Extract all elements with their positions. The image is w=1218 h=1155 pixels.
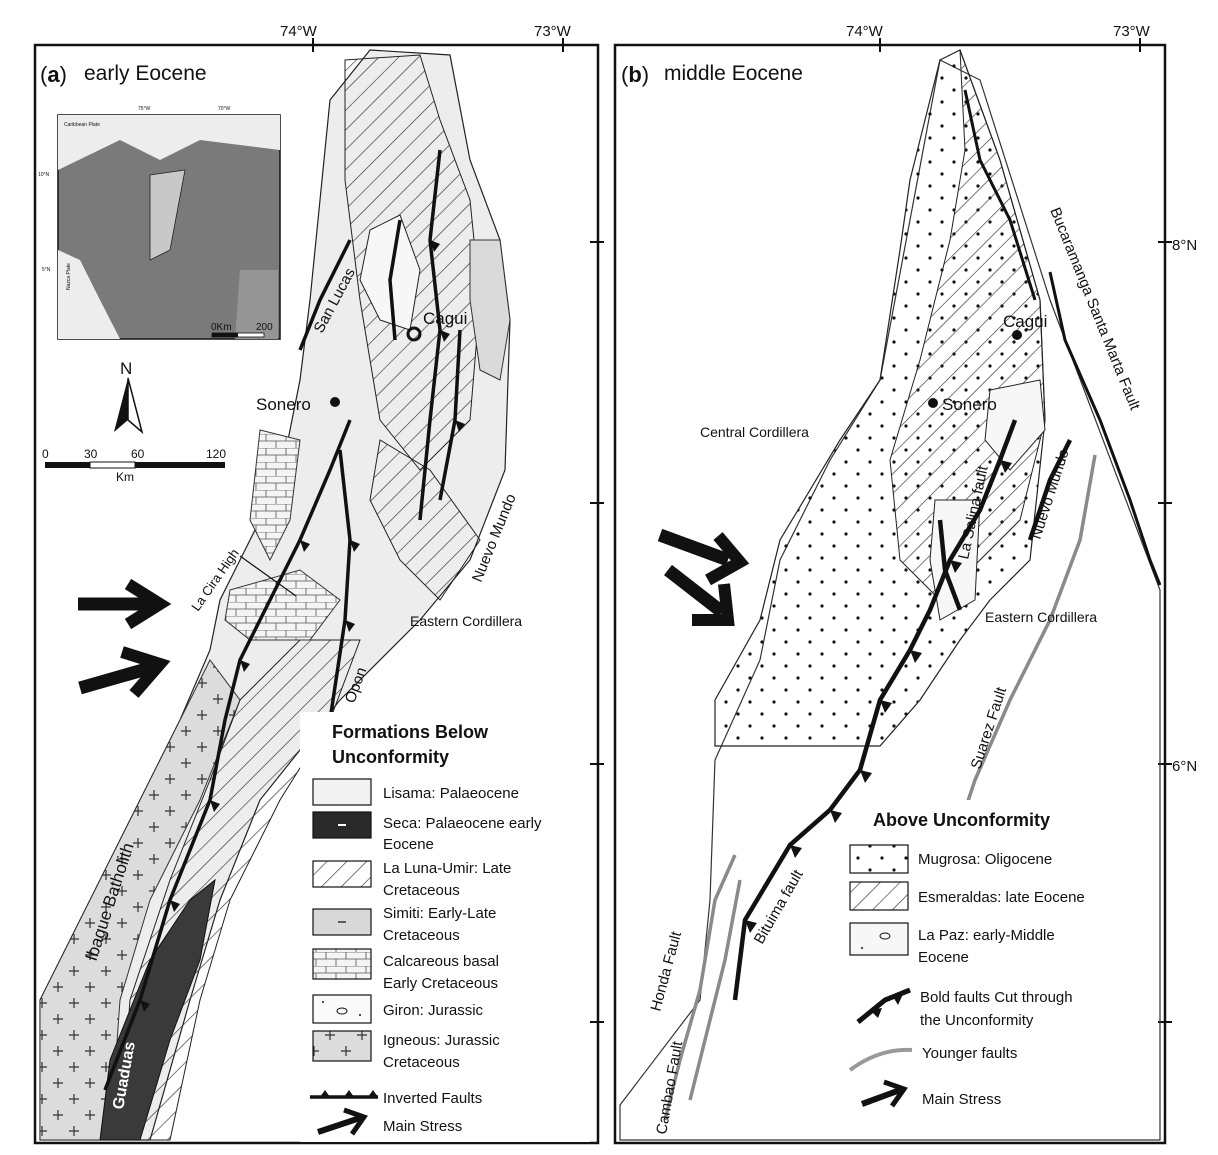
legend-inverted-fault-symbol — [310, 1090, 378, 1099]
place-eastern-cordillera-b: Eastern Cordillera — [985, 609, 1097, 625]
panel-a-subtitle: early Eocene — [84, 62, 207, 85]
legend-a-item-2a: Seca: Palaeocene early — [383, 815, 542, 832]
inset-lon2: 70°W — [218, 106, 231, 112]
legend-a-item-3b: Cretaceous — [383, 882, 460, 899]
legend-a-stress: Main Stress — [383, 1118, 462, 1135]
panel-a-title: (a) — [40, 62, 67, 87]
panel-b: 74°W 73°W 8°N 6°N (b) middle Eocene — [613, 23, 1197, 1145]
legend-a-title-1: Formations Below — [332, 722, 489, 742]
legend-a-item-7b: Cretaceous — [383, 1054, 460, 1071]
legend-swatch-mugrosa — [849, 844, 909, 874]
legend-swatch-la-luna — [312, 860, 372, 888]
inset-lat2: 5°N — [42, 267, 51, 273]
legend-b-stress: Main Stress — [922, 1091, 1001, 1108]
geology-calcareous — [224, 569, 341, 641]
stress-arrow-a2 — [78, 646, 171, 698]
inset-scale-zero: 0Km — [211, 322, 232, 333]
stress-arrow-b1 — [657, 528, 750, 586]
legend-b-bold-2: the Unconformity — [920, 1012, 1034, 1029]
sonero-marker-b — [928, 398, 938, 408]
legend-bold-fault-symbol — [856, 987, 911, 1024]
legend-a-item-4a: Simiti: Early-Late — [383, 905, 496, 922]
legend-a: Formations Below Unconformity Lisama: Pa… — [300, 712, 590, 1142]
geology-seca — [99, 878, 216, 1141]
stress-arrow-a1 — [78, 578, 172, 630]
inset-scale-end: 200 — [256, 322, 273, 333]
la-cira-pointer — [239, 555, 297, 597]
legend-stress-symbol-a — [317, 1107, 368, 1136]
lat-label-8n: 8°N — [1172, 237, 1197, 254]
geology-igneous — [39, 659, 241, 1141]
place-sonero-b: Sonero — [942, 395, 997, 414]
north-arrow: N — [114, 359, 144, 435]
scale-tick-0: 0 — [42, 447, 49, 461]
legend-b-younger: Younger faults — [922, 1045, 1017, 1062]
panel-b-title: (b) — [621, 62, 649, 87]
inset-plate2: Nazca Plate — [66, 263, 72, 290]
legend-b-item-2: Esmeraldas: late Eocene — [918, 889, 1085, 906]
scale-unit: Km — [116, 470, 134, 484]
geology-simiti — [469, 239, 511, 381]
place-central-cordillera: Central Cordillera — [700, 424, 809, 440]
lon-label-a-73: 73°W — [534, 23, 572, 40]
legend-younger-fault-symbol — [848, 1047, 913, 1072]
stress-arrow-b2 — [664, 564, 735, 626]
place-cagui-a: Cagui — [423, 309, 467, 328]
legend-stress-symbol-b — [860, 1079, 908, 1108]
inverted-fault-teeth-a — [140, 240, 465, 1012]
legend-b-bold-1: Bold faults Cut through — [920, 989, 1073, 1006]
scale-tick-60: 60 — [131, 447, 145, 461]
legend-a-item-5a: Calcareous basal — [383, 953, 499, 970]
inset-plate1: Caribbean Plate — [64, 122, 100, 128]
legend-b-item-3b: Eocene — [918, 949, 969, 966]
place-cagui-b: Cagui — [1003, 312, 1047, 331]
scale-bar: 0 30 60 120 Km — [42, 447, 226, 484]
inset-lon1: 75°W — [138, 106, 151, 112]
legend-a-item-2b: Eocene — [383, 836, 434, 853]
lon-label-a-74: 74°W — [280, 23, 318, 40]
northern-fault-b — [963, 89, 1037, 301]
legend-a-item-5b: Early Cretaceous — [383, 975, 498, 992]
legend-a-title-2: Unconformity — [332, 747, 449, 767]
cagui-marker-b — [1012, 330, 1022, 340]
legend-swatch-calcareous — [312, 948, 372, 980]
scale-tick-120: 120 — [206, 447, 226, 461]
legend-a-item-4b: Cretaceous — [383, 927, 460, 944]
legend-a-inverted: Inverted Faults — [383, 1090, 482, 1107]
place-sonero-a: Sonero — [256, 395, 311, 414]
panel-a: 74°W 73°W (a) early Eocene — [33, 23, 604, 1145]
place-eastern-cordillera-a: Eastern Cordillera — [410, 613, 522, 629]
lon-label-b-74: 74°W — [846, 23, 884, 40]
legend-swatch-giron — [312, 994, 372, 1024]
legend-b-item-3a: La Paz: early-Middle — [918, 927, 1055, 944]
bold-faults-b — [732, 419, 1073, 1001]
legend-a-item-6: Giron: Jurassic — [383, 1002, 484, 1019]
legend-a-item-1: Lisama: Palaeocene — [383, 785, 519, 802]
legend-b-title: Above Unconformity — [873, 810, 1050, 830]
legend-b-item-1: Mugrosa: Oligocene — [918, 851, 1052, 868]
legend-swatch-esmeraldas — [849, 881, 909, 911]
legend-swatch-lisama — [312, 778, 372, 806]
legend-a-item-3a: La Luna-Umir: Late — [383, 860, 511, 877]
younger-faults-b — [663, 454, 1097, 1121]
panel-b-subtitle: middle Eocene — [664, 62, 803, 85]
inset-lat1: 10°N — [38, 172, 50, 178]
cagui-marker — [406, 326, 422, 342]
legend-b: Above Unconformity Mugrosa: Oligocene Es… — [845, 800, 1150, 1120]
north-label: N — [120, 359, 132, 378]
bucaramanga-fault-line — [1048, 271, 1162, 586]
bold-fault-teeth-b — [745, 460, 1012, 933]
sonero-marker — [330, 397, 340, 407]
legend-swatch-igneous — [312, 1030, 372, 1062]
geology-calcareous-2 — [249, 429, 301, 562]
lon-label-b-73: 73°W — [1113, 23, 1151, 40]
scale-tick-30: 30 — [84, 447, 98, 461]
geology-la-luna-mid — [369, 439, 481, 601]
inset-map: Caribbean Plate Nazca Plate 10°N 5°N 75°… — [38, 106, 281, 340]
lat-label-6n: 6°N — [1172, 758, 1197, 775]
legend-swatch-la-paz — [849, 922, 909, 956]
legend-a-item-7a: Igneous: Jurassic — [383, 1032, 500, 1049]
